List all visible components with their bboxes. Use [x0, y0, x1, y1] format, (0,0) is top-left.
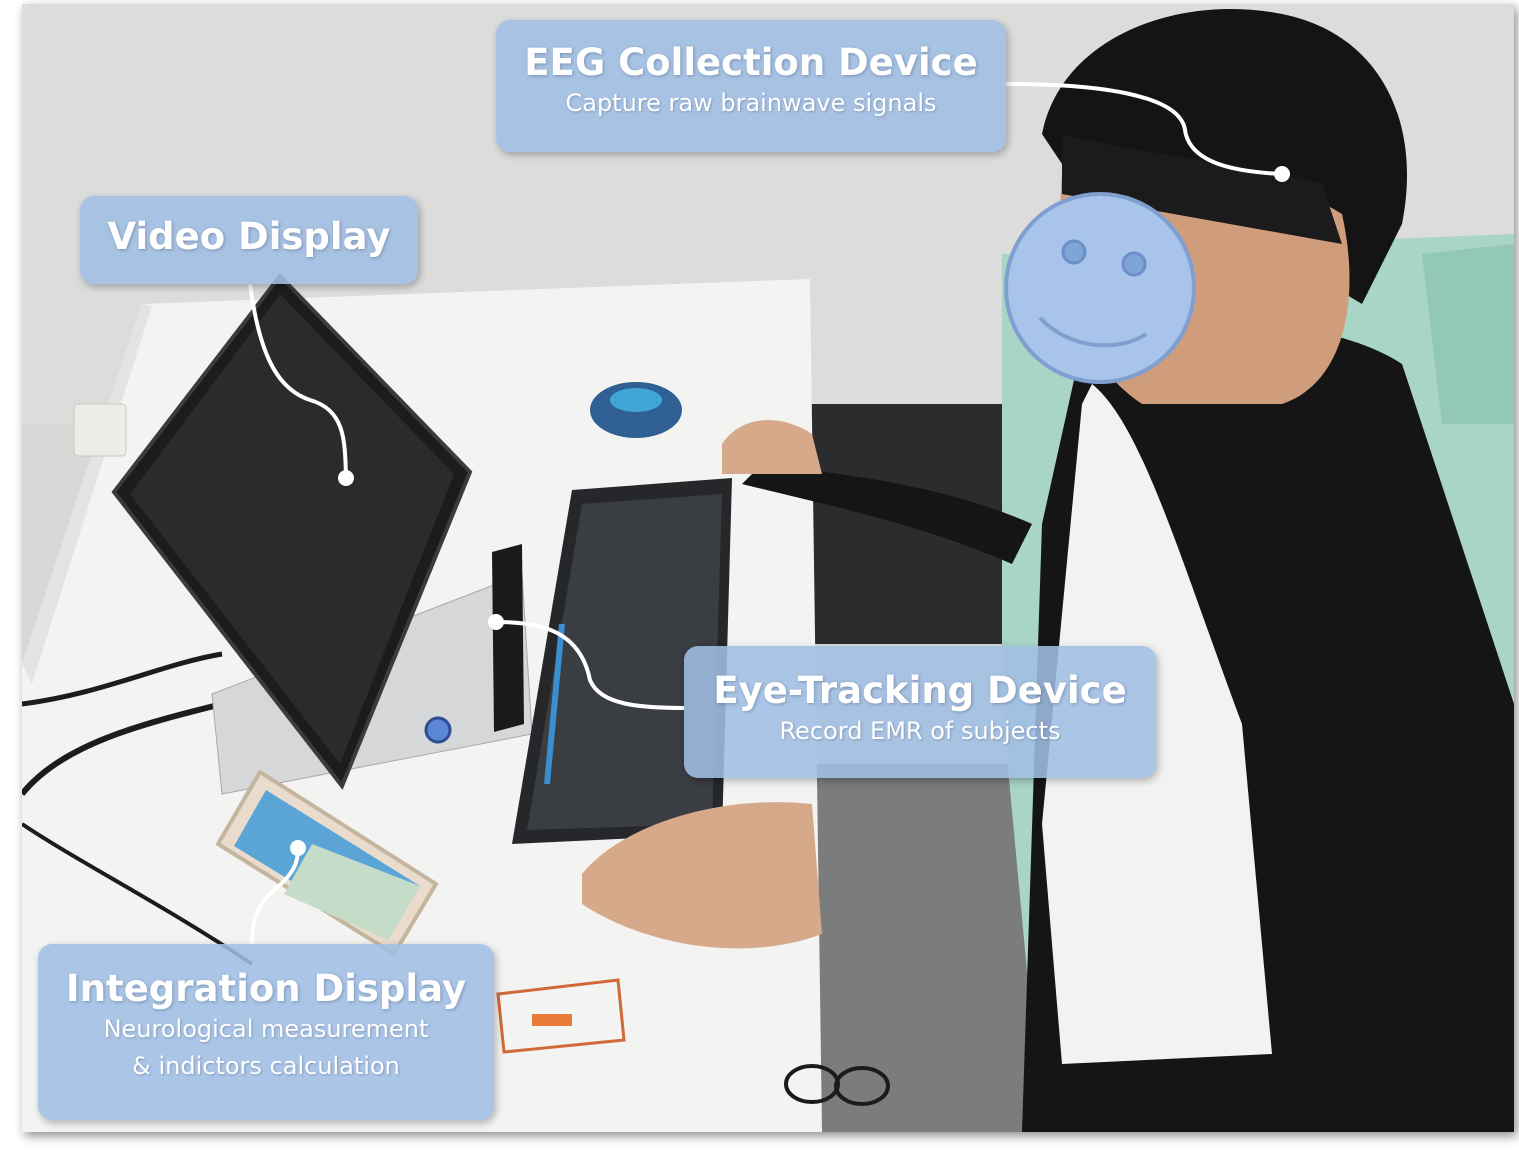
sensor-label [532, 1014, 572, 1026]
callout-eye-tracking-device: Eye-Tracking Device Record EMR of subjec… [684, 646, 1156, 778]
callout-integration-title: Integration Display [65, 967, 467, 1010]
callout-eeg-subtitle: Capture raw brainwave signals [565, 88, 937, 117]
hand-upper [722, 420, 822, 474]
sofa-back [1422, 244, 1514, 424]
desk-edge [22, 304, 152, 684]
cable [22, 822, 254, 966]
callout-eeg-collection-device: EEG Collection Device Capture raw brainw… [496, 20, 1006, 152]
experiment-photo [22, 4, 1514, 1132]
phone-screen-content [284, 844, 420, 940]
callout-video-title: Video Display [107, 215, 391, 258]
monitor-screen [130, 294, 454, 764]
mouse-top [610, 388, 662, 412]
photo-scene [22, 4, 1514, 1132]
glasses [834, 1066, 890, 1106]
person-arm [742, 464, 1032, 564]
callout-eye-subtitle: Record EMR of subjects [779, 716, 1061, 745]
cable [22, 651, 223, 707]
cable [22, 701, 223, 796]
power-light [424, 716, 452, 744]
hand-lower [582, 802, 822, 949]
callout-integration-subtitle-line1: Neurological measurement [103, 1014, 429, 1043]
power-outlet [73, 403, 127, 457]
callout-video-display: Video Display [80, 196, 418, 284]
person-sleeve [1042, 384, 1272, 1064]
callout-integration-display: Integration Display Neurological measure… [38, 944, 494, 1120]
callout-integration-subtitle-line2: & indictors calculation [132, 1051, 400, 1080]
callout-eye-title: Eye-Tracking Device [713, 669, 1127, 712]
callout-eeg-title: EEG Collection Device [524, 41, 978, 84]
eye-tracker [492, 544, 524, 732]
